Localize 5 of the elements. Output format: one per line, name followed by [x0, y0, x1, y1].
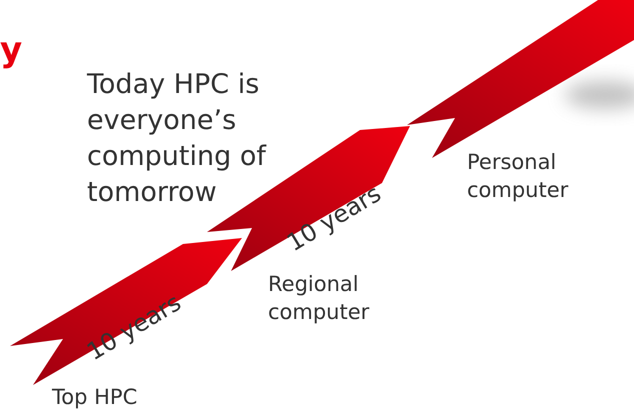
milestone-label: Regional computer [268, 270, 408, 326]
milestone-label: Top HPC [52, 383, 172, 411]
heading-fragment: y [0, 30, 22, 70]
milestone-label: Personal computer [467, 148, 607, 204]
statement-text: Today HPC is everyone’s computing of tomorrow [87, 68, 268, 210]
